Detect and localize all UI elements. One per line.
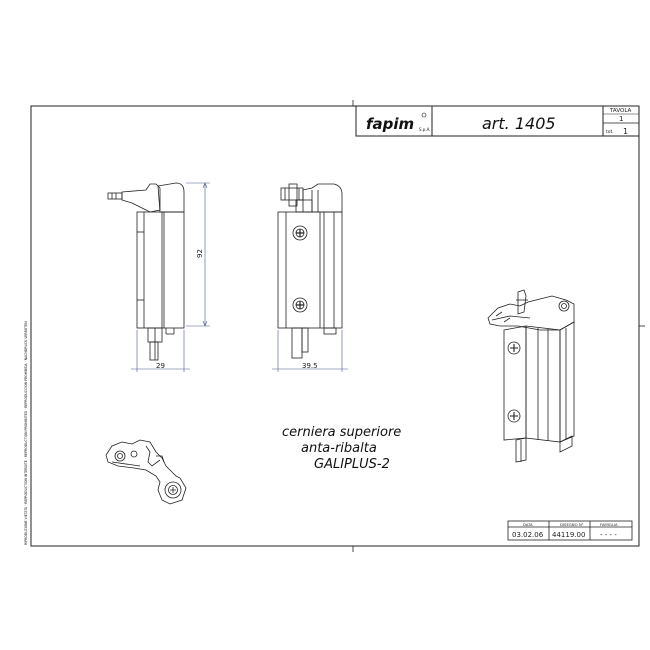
total-label: tot. — [606, 129, 614, 135]
height-dimension-value: 92 — [196, 249, 204, 258]
front-width-value: 39.5 — [302, 362, 318, 370]
side-view-drawing — [107, 182, 185, 361]
fapim-logo: fapim S.p.A. — [366, 112, 431, 133]
logo-text: fapim — [366, 115, 414, 133]
front-view-drawing — [277, 183, 343, 359]
total-value: 1 — [623, 127, 628, 136]
sheet-value: 1 — [619, 115, 623, 123]
info-value-drawing: 44119.00 — [552, 531, 585, 539]
info-header-family: FAMIGLIA — [600, 522, 618, 527]
title-block — [355, 105, 640, 137]
info-value-family: - - - - — [600, 531, 617, 539]
detail-view-drawing — [105, 439, 187, 505]
description-line-2: anta-ribalta — [301, 441, 377, 456]
isometric-view-drawing — [487, 289, 575, 463]
description-line-3: GALIPLUS-2 — [314, 457, 390, 472]
dimension-side-width — [131, 330, 190, 372]
description-line-1: cerniera superiore — [282, 425, 401, 440]
logo-suffix: S.p.A. — [419, 127, 431, 132]
info-header-drawing: DISEGNO N° — [560, 522, 584, 527]
article-number: art. 1405 — [482, 114, 556, 133]
dimension-height — [186, 182, 210, 327]
info-header-date: DATA — [523, 522, 533, 527]
sheet-label: TAVOLA — [609, 108, 632, 114]
side-width-value: 29 — [156, 362, 165, 370]
margin-note: RIPRODUZIONE VIETATA · REPRODUCTION INTE… — [24, 321, 28, 545]
info-value-date: 03.02.06 — [512, 531, 544, 539]
dimension-front-width — [272, 330, 348, 372]
drawing-frame — [30, 105, 640, 547]
info-table — [507, 520, 633, 541]
